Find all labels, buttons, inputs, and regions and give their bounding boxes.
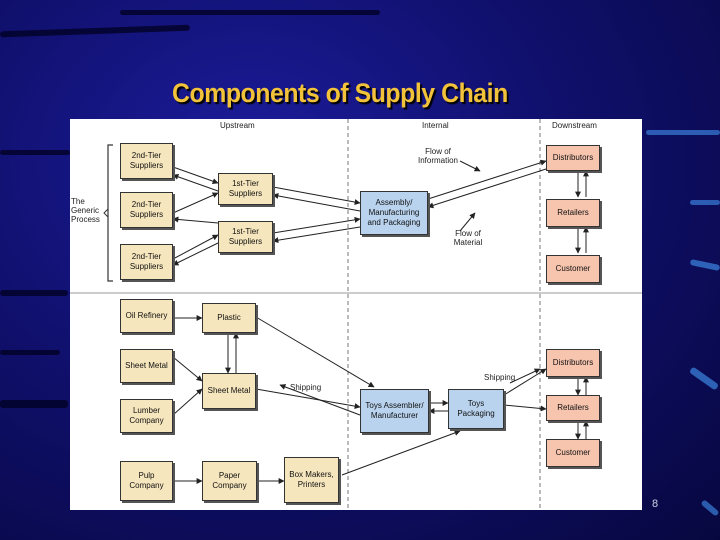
shipping-label-right: Shipping — [484, 373, 516, 382]
assembly-manufacturing-box: Assembly/ Manufacturing and Packaging — [360, 191, 428, 235]
lumber-company-box: Lumber Company — [120, 399, 173, 433]
tier2-suppliers-box: 2nd-Tier Suppliers — [120, 143, 173, 179]
background-streak — [690, 200, 720, 205]
oil-refinery-box: Oil Refinery — [120, 299, 173, 333]
plastic-box: Plastic — [202, 303, 256, 333]
diagram-connectors — [70, 119, 642, 510]
background-streak — [0, 290, 68, 296]
tier1-suppliers-box: 1st-Tier Suppliers — [218, 173, 273, 205]
shipping-label-left: Shipping — [290, 383, 322, 392]
generic-process-bracket — [107, 144, 113, 282]
header-upstream: Upstream — [220, 121, 255, 130]
tier1-suppliers-box: 1st-Tier Suppliers — [218, 221, 273, 253]
toys-assembler-box: Toys Assembler/ Manufacturer — [360, 389, 429, 433]
slide-title: Components of Supply Chain — [172, 78, 508, 108]
header-downstream: Downstream — [552, 121, 597, 130]
header-internal: Internal — [422, 121, 449, 130]
background-streak — [689, 258, 720, 272]
customer-box: Customer — [546, 439, 600, 467]
pulp-company-box: Pulp Company — [120, 461, 173, 501]
retailers-box: Retailers — [546, 395, 600, 421]
background-streak — [0, 400, 68, 408]
supply-chain-diagram: Upstream Internal Downstream The Generic… — [70, 119, 642, 510]
tier2-suppliers-box: 2nd-Tier Suppliers — [120, 244, 173, 280]
distributors-box: Distributors — [546, 145, 600, 171]
sheet-metal-box: Sheet Metal — [202, 373, 256, 409]
background-streak — [0, 350, 60, 355]
background-streak — [0, 150, 70, 155]
customer-box: Customer — [546, 255, 600, 283]
box-makers-box: Box Makers, Printers — [284, 457, 339, 503]
distributors-box: Distributors — [546, 349, 600, 377]
toys-packaging-box: Toys Packaging — [448, 389, 504, 429]
sheet-metal-raw-box: Sheet Metal — [120, 349, 173, 383]
page-number: 8 — [652, 498, 659, 510]
tier2-suppliers-box: 2nd-Tier Suppliers — [120, 192, 173, 228]
retailers-box: Retailers — [546, 199, 600, 227]
background-streak — [646, 130, 720, 135]
background-streak — [0, 24, 191, 38]
paper-company-box: Paper Company — [202, 461, 257, 501]
background-streak — [688, 366, 720, 391]
generic-process-label: The Generic Process — [71, 197, 100, 224]
flow-of-material-label: Flow of Material — [453, 229, 483, 247]
flow-of-information-label: Flow of Information — [417, 147, 459, 165]
background-streak — [700, 499, 720, 517]
background-streak — [120, 10, 380, 15]
